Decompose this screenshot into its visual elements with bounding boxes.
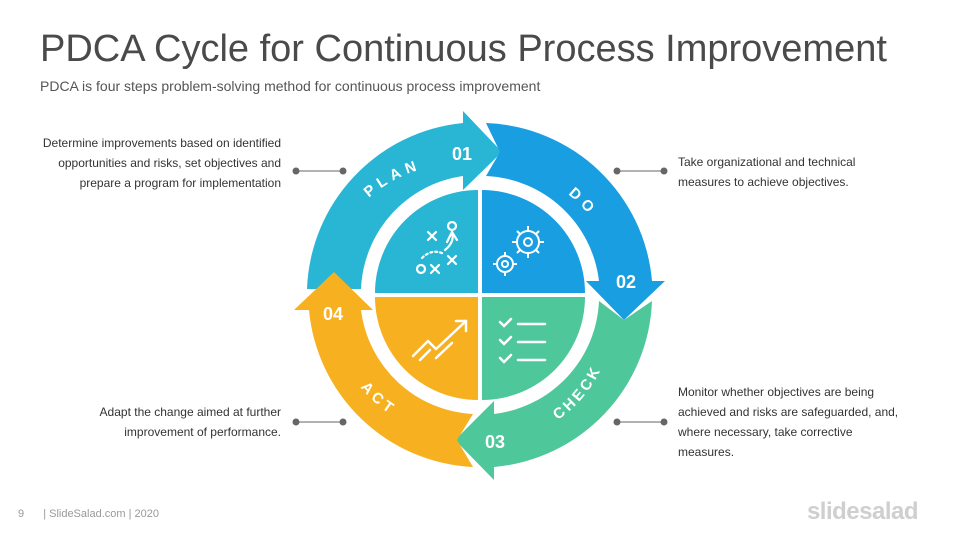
do-description: Take organizational and technical measur… xyxy=(678,155,856,189)
footer: 9 | SlideSalad.com | 2020 xyxy=(18,508,159,520)
do-arrow xyxy=(486,123,665,320)
strategy-icon xyxy=(415,220,459,275)
step-number-03: 03 xyxy=(485,432,505,452)
footer-text: | SlideSalad.com | 2020 xyxy=(43,508,159,520)
check-description: Monitor whether objectives are being ach… xyxy=(678,385,899,459)
step-number-01: 01 xyxy=(452,144,472,164)
connector-do xyxy=(613,167,668,175)
plan-arrow xyxy=(307,111,502,289)
act-quadrant xyxy=(375,297,478,400)
act-description: Adapt the change aimed at further improv… xyxy=(99,405,281,439)
act-arrow xyxy=(294,272,473,467)
connector-plan xyxy=(292,167,347,175)
page-number: 9 xyxy=(18,508,25,520)
connector-check xyxy=(613,418,668,426)
growth-chart-icon xyxy=(411,319,468,362)
plan-quadrant xyxy=(375,190,478,293)
checklist-icon xyxy=(498,317,547,364)
check-arrow xyxy=(455,301,652,480)
step-number-04: 04 xyxy=(323,304,343,324)
gears-icon xyxy=(493,226,544,276)
page-subtitle: PDCA is four steps problem-solving metho… xyxy=(40,78,541,94)
do-quadrant xyxy=(482,190,585,293)
connector-act xyxy=(292,418,347,426)
brand-logo: slidesalad xyxy=(806,498,919,525)
step-number-02: 02 xyxy=(616,272,636,292)
plan-description: Determine improvements based on identifi… xyxy=(42,136,281,190)
page-title: PDCA Cycle for Continuous Process Improv… xyxy=(40,28,887,70)
